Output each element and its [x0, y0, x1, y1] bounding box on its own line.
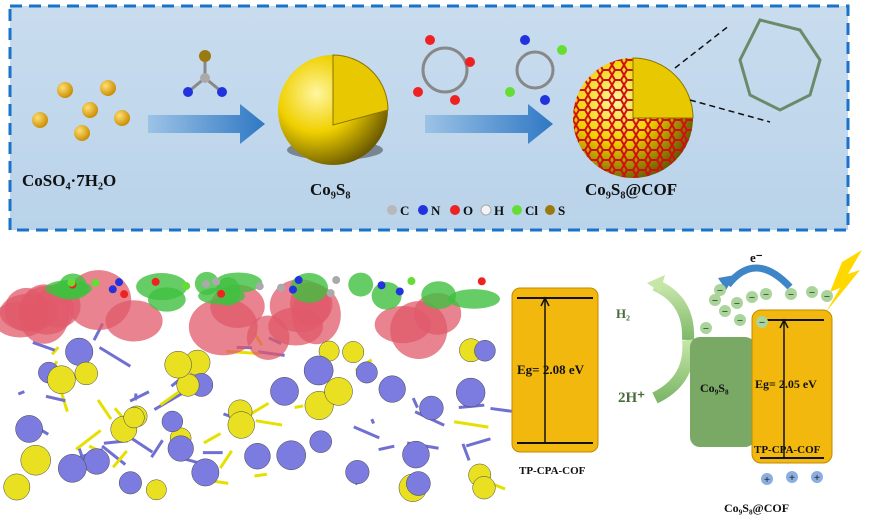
product-label: Co₉S₈@COF	[585, 180, 677, 199]
svg-text:+: +	[814, 472, 820, 484]
hole-icon: +	[761, 473, 773, 486]
coso4-particles	[32, 80, 130, 141]
electron-icon: −	[731, 297, 743, 310]
hole-icon: +	[786, 471, 798, 484]
co9s8-cof-sphere	[573, 18, 822, 178]
electron-icon: −	[746, 291, 758, 304]
charge-density-model	[0, 260, 517, 502]
electron-icon: −	[734, 314, 746, 327]
svg-text:−: −	[749, 292, 755, 304]
electron-icon: −	[756, 316, 768, 329]
thiourea-molecule	[183, 50, 227, 97]
svg-text:−: −	[712, 295, 718, 307]
svg-text:TP-CPA-COF: TP-CPA-COF	[754, 444, 821, 456]
core-label: Co₉S₈	[310, 180, 350, 199]
hole-icon: +	[811, 471, 823, 484]
precursor-label: CoSO₄·7H₂O	[22, 171, 116, 190]
svg-text:−: −	[703, 323, 709, 335]
reaction-arrow-2	[425, 104, 553, 144]
co9s8-block	[690, 337, 755, 447]
svg-text:+: +	[764, 474, 770, 486]
atom-legend: C N O H Cl S	[387, 203, 565, 218]
h2-label: H₂	[616, 306, 630, 321]
cof-bandgap: Eg= 2.08 eV	[517, 362, 585, 377]
electron-icon: −	[700, 322, 712, 335]
svg-text:C: C	[400, 203, 409, 218]
electrons: −−−−−−−−−−−−	[700, 284, 833, 335]
svg-text:−: −	[737, 315, 743, 327]
electron-icon: −	[821, 290, 833, 303]
cof-band-label: TP-CPA-COF	[519, 465, 586, 477]
svg-text:+: +	[789, 472, 795, 484]
cof-block	[751, 309, 833, 464]
svg-text:−: −	[763, 289, 769, 301]
svg-text:Co₉S₈: Co₉S₈	[700, 381, 729, 395]
svg-text:−: −	[788, 289, 794, 301]
svg-text:N: N	[431, 203, 441, 218]
svg-text:−: −	[722, 306, 728, 318]
cof-band-diagram: Eg= 2.08 eV	[511, 287, 599, 453]
svg-text:O: O	[463, 203, 473, 218]
svg-text:−: −	[717, 285, 723, 297]
electron-icon: −	[714, 284, 726, 297]
svg-text:H: H	[494, 203, 504, 218]
electron-icon: −	[785, 288, 797, 301]
svg-text:−: −	[734, 298, 740, 310]
holes: + + +	[761, 471, 823, 486]
light-bolt-icon	[826, 250, 862, 312]
photocatalysis-mechanism: e⁻ H₂ 2H⁺ Co₉S₈ Eg= 2.05 eV TP-CPA-COF −…	[616, 250, 862, 486]
composite-label: Co₉S₈@COF	[724, 501, 789, 515]
cof-monomers	[413, 35, 567, 105]
svg-text:−: −	[809, 287, 815, 299]
svg-text:S: S	[558, 203, 565, 218]
electron-icon: −	[719, 305, 731, 318]
proton-label: 2H⁺	[618, 390, 645, 406]
electron-label: e⁻	[750, 250, 763, 265]
svg-text:Cl: Cl	[525, 203, 538, 218]
svg-text:Eg= 2.05 eV: Eg= 2.05 eV	[755, 377, 817, 391]
reaction-arrow-1	[148, 104, 265, 144]
svg-text:−: −	[824, 291, 830, 303]
electron-icon: −	[709, 294, 721, 307]
co9s8-sphere	[278, 54, 389, 165]
electron-icon: −	[806, 286, 818, 299]
svg-text:−: −	[759, 317, 765, 329]
electron-icon: −	[760, 288, 772, 301]
